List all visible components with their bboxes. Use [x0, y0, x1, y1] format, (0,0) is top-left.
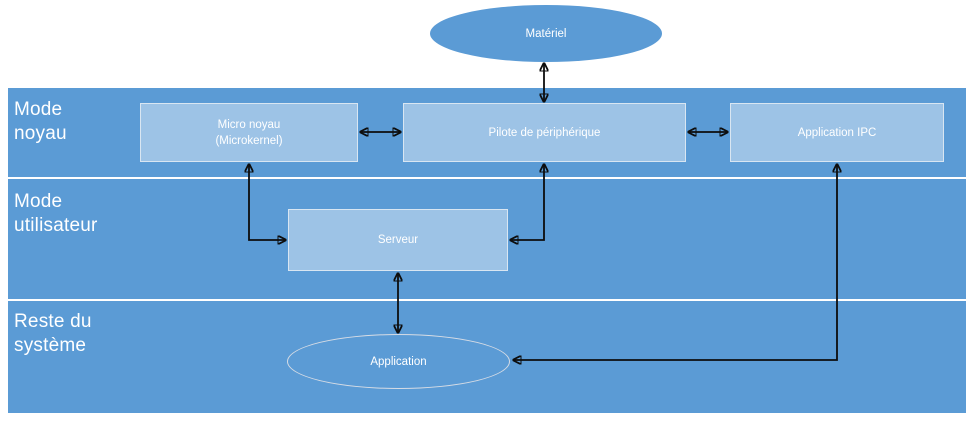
node-materiel-label: Matériel — [525, 27, 567, 40]
connector-ipc-application — [513, 164, 837, 360]
node-application-ipc[interactable]: Application IPC — [730, 103, 944, 162]
node-pilote-de-peripherique-label: Pilote de périphérique — [488, 126, 601, 139]
band-label-mode-noyau: Mode noyau — [14, 99, 67, 144]
node-application-label: Application — [370, 355, 427, 368]
band-label-reste-du-systeme: Reste du système — [14, 311, 92, 356]
node-serveur-label: Serveur — [377, 234, 419, 246]
node-pilote-de-peripherique[interactable]: Pilote de périphérique — [403, 103, 686, 162]
node-application[interactable]: Application — [287, 334, 510, 389]
band-label-mode-utilisateur: Mode utilisateur — [14, 191, 98, 236]
node-materiel[interactable]: Matériel — [430, 5, 662, 62]
node-micro-noyau-label: Micro noyau (Microkernel) — [215, 118, 283, 147]
connector-driver-serveur — [510, 164, 544, 240]
connector-microkernel-serveur — [249, 164, 286, 240]
node-serveur[interactable]: Serveur — [288, 209, 508, 271]
node-application-ipc-label: Application IPC — [797, 126, 877, 139]
node-micro-noyau[interactable]: Micro noyau (Microkernel) — [140, 103, 358, 162]
